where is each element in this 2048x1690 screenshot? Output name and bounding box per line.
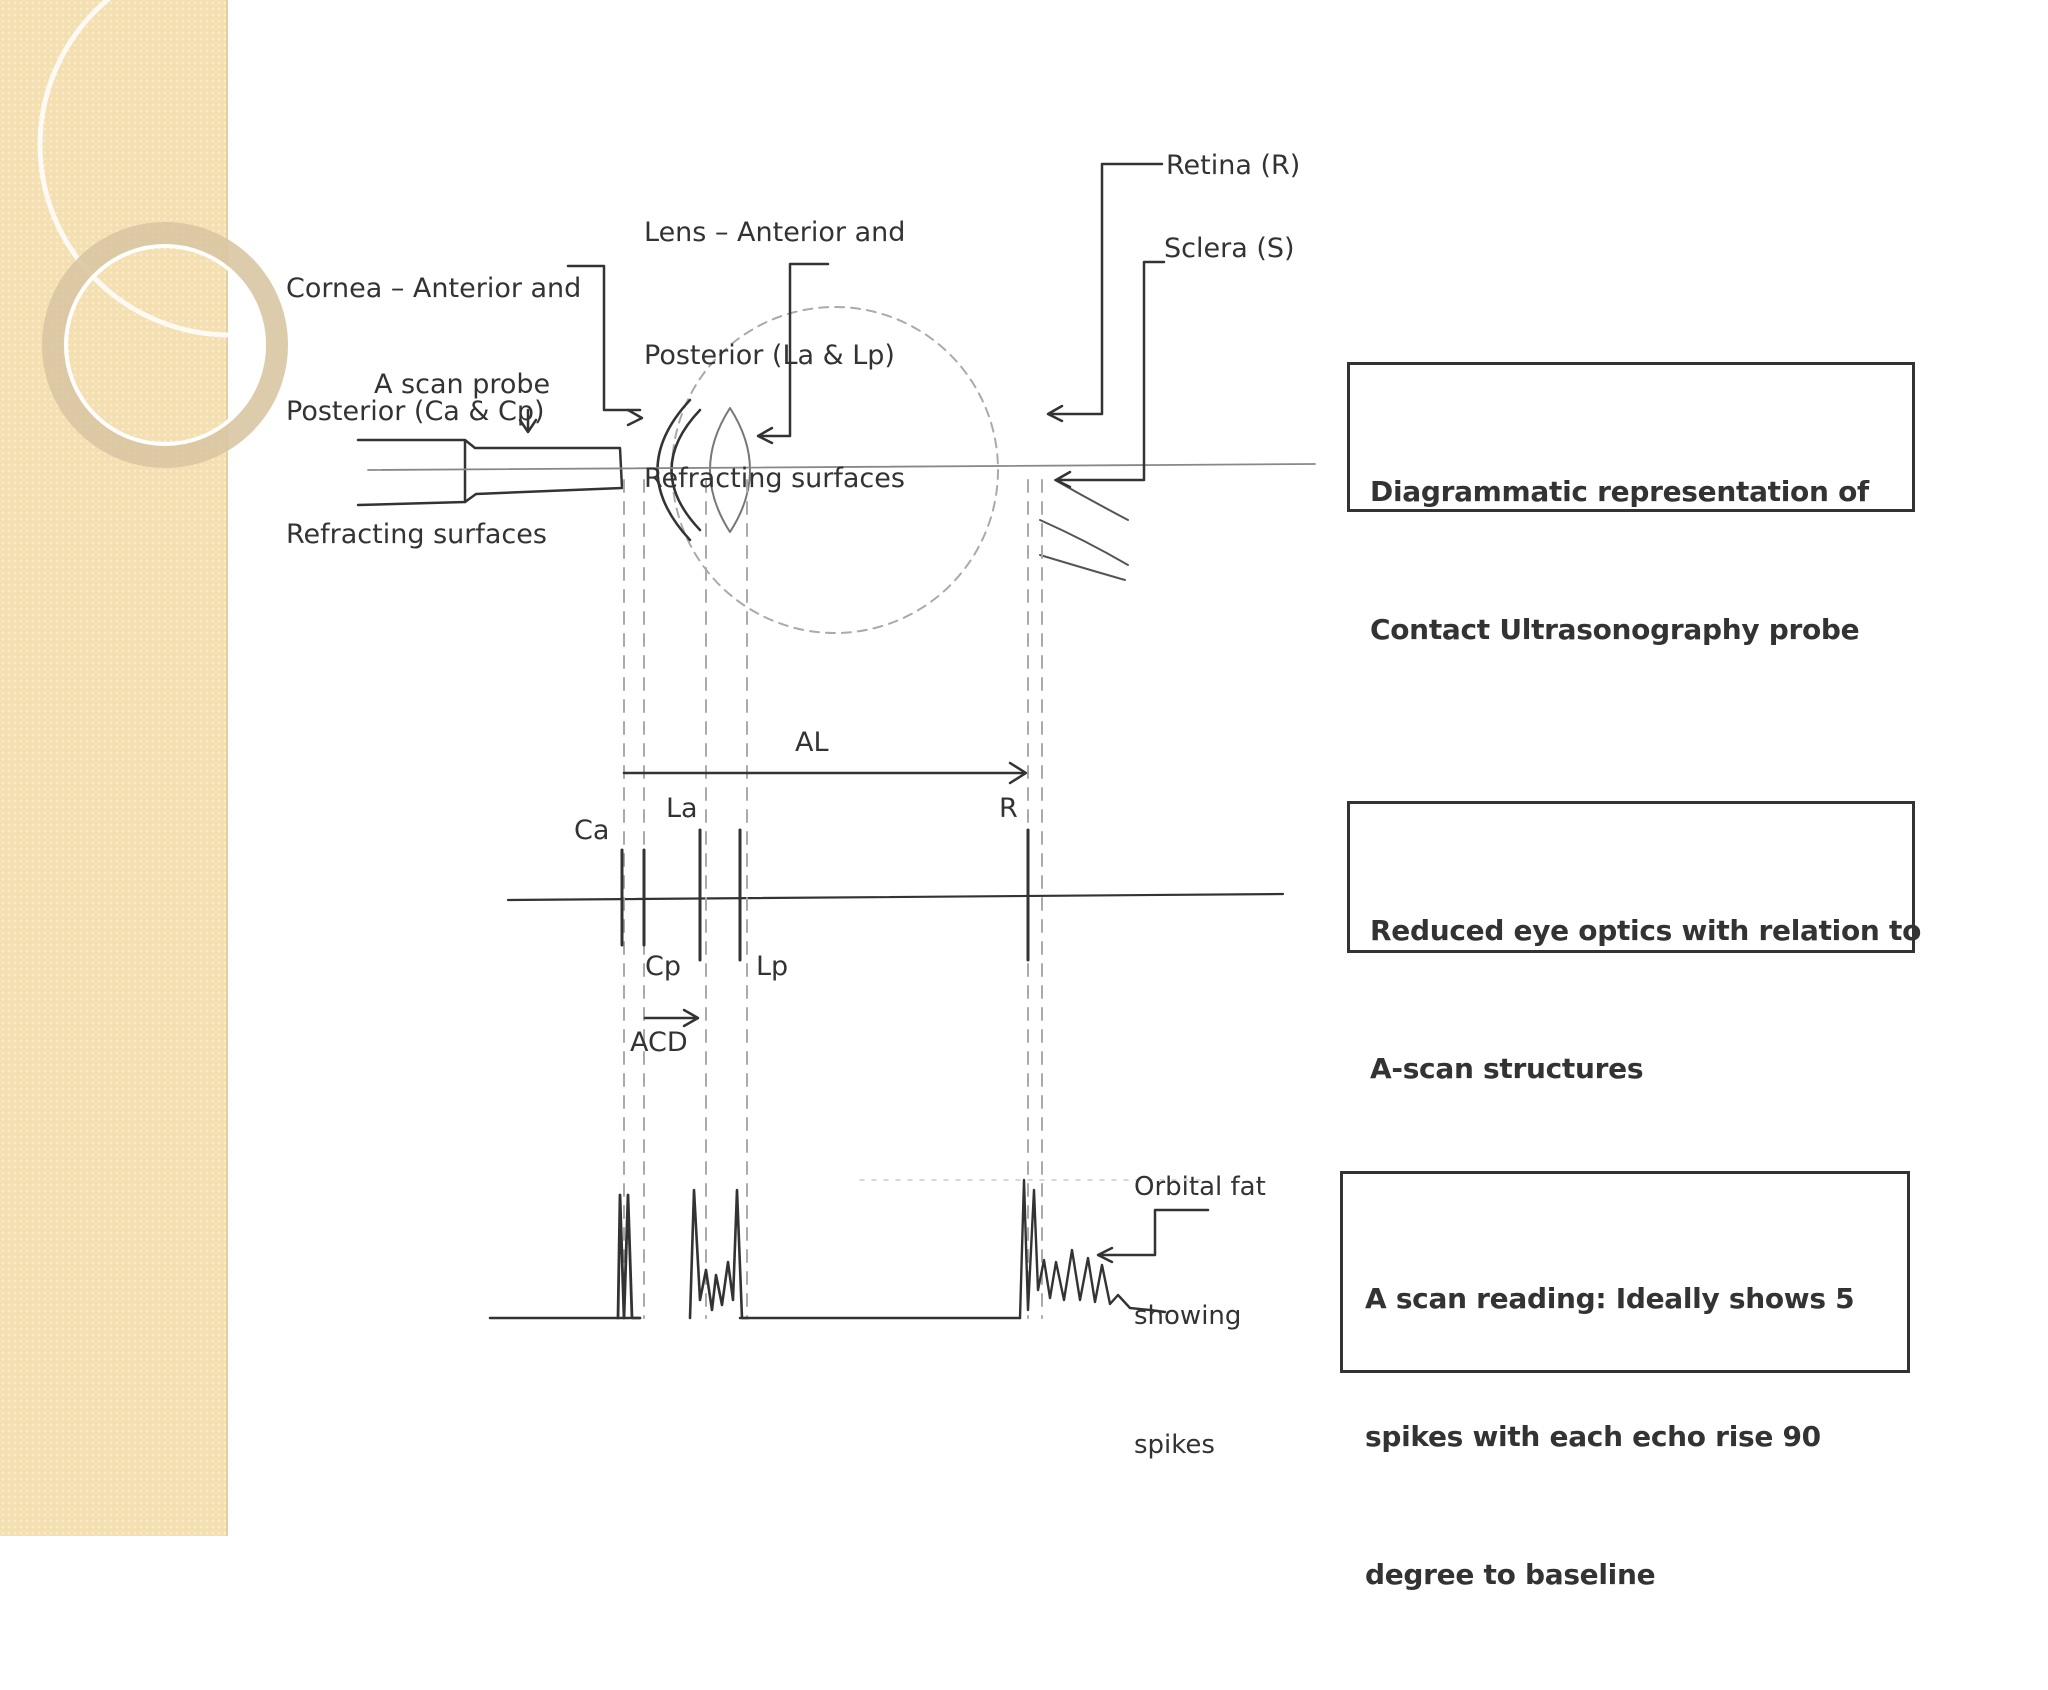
decor-ring-small bbox=[42, 222, 288, 468]
cornea-leader bbox=[566, 264, 642, 412]
cornea-outer-arc bbox=[656, 398, 692, 542]
sclera-leader bbox=[1056, 260, 1166, 482]
al-label: AL bbox=[795, 727, 829, 758]
caption-box-probe-line-2: Contact Ultrasonography probe bbox=[1370, 613, 1860, 646]
caption-box-reading-line-1: A scan reading: Ideally shows 5 bbox=[1365, 1282, 1855, 1315]
probe-arrow-head bbox=[518, 418, 538, 434]
spike-cornea bbox=[616, 1193, 642, 1320]
ascan-diagram bbox=[356, 162, 1316, 1320]
r-label: R bbox=[999, 793, 1018, 824]
caption-box-optics-line-2: A-scan structures bbox=[1370, 1052, 1644, 1085]
acd-arrow-head bbox=[682, 1008, 700, 1028]
optics-baseline bbox=[506, 892, 1285, 902]
sclera-label: Sclera (S) bbox=[1164, 233, 1295, 264]
caption-box-probe-line-1: Diagrammatic representation of bbox=[1370, 475, 1869, 508]
retina-leader bbox=[1048, 162, 1164, 416]
orbital-fat-leader-head bbox=[1096, 1246, 1114, 1264]
caption-box-reading-text: A scan reading: Ideally shows 5 spikes w… bbox=[1365, 1184, 1855, 1690]
cornea-label-line-3: Refracting surfaces bbox=[286, 519, 547, 550]
caption-box-reading: A scan reading: Ideally shows 5 spikes w… bbox=[1340, 1171, 1910, 1591]
sidebar-edge bbox=[226, 0, 228, 1536]
retina-leader-head bbox=[1046, 404, 1064, 423]
caption-box-reading-line-2: spikes with each echo rise 90 bbox=[1365, 1420, 1821, 1453]
caption-box-optics-text: Reduced eye optics with relation to A-sc… bbox=[1370, 816, 1921, 1184]
optic-nerve-line-3 bbox=[1039, 554, 1126, 581]
ca-label: Ca bbox=[574, 815, 610, 846]
orbital-fat-line-2: showing bbox=[1134, 1301, 1242, 1331]
cornea-inner-arc bbox=[670, 408, 702, 532]
cornea-label-line-1: Cornea – Anterior and bbox=[286, 273, 582, 304]
cornea-leader-head bbox=[626, 408, 644, 427]
caption-box-probe: Diagrammatic representation of Contact U… bbox=[1347, 362, 1915, 646]
sclera-leader-head bbox=[1054, 470, 1072, 489]
lens-leader-head bbox=[756, 426, 774, 445]
visual-axis bbox=[367, 463, 1316, 471]
cp-label: Cp bbox=[645, 951, 681, 982]
acd-label: ACD bbox=[630, 1027, 688, 1058]
spike-lens bbox=[688, 1188, 750, 1320]
al-arrow-head bbox=[1008, 761, 1028, 785]
orbital-fat-leader bbox=[1098, 1208, 1210, 1257]
lens-leader bbox=[758, 262, 830, 438]
orbital-fat-label: Orbital fat showing spikes bbox=[1134, 1080, 1266, 1510]
lens-label-line-2: Posterior (La & Lp) bbox=[644, 340, 895, 371]
optic-nerve-line-2 bbox=[1039, 519, 1129, 566]
decor-ring-small-inner bbox=[64, 244, 266, 446]
caption-box-optics: Reduced eye optics with relation to A-sc… bbox=[1347, 801, 1921, 1085]
cornea-label: Cornea – Anterior and Posterior (Ca & Cp… bbox=[286, 186, 581, 596]
caption-box-reading-line-3: degree to baseline bbox=[1365, 1558, 1656, 1591]
lens-label-line-1: Lens – Anterior and bbox=[644, 217, 906, 248]
decor-ring-large bbox=[37, 0, 300, 338]
orbital-fat-line-3: spikes bbox=[1134, 1430, 1215, 1460]
decorative-circles bbox=[37, 0, 300, 468]
caption-box-optics-line-1: Reduced eye optics with relation to bbox=[1370, 914, 1922, 947]
caption-box-probe-text: Diagrammatic representation of Contact U… bbox=[1370, 377, 1869, 745]
cornea-label-line-2: Posterior (Ca & Cp) bbox=[286, 396, 545, 427]
lp-label: Lp bbox=[756, 951, 789, 982]
lens-label-line-3: Refracting surfaces bbox=[644, 463, 905, 494]
retina-label: Retina (R) bbox=[1166, 150, 1301, 181]
la-label: La bbox=[666, 793, 698, 824]
lens-label: Lens – Anterior and Posterior (La & Lp) … bbox=[644, 130, 905, 540]
spike-retina-orbital bbox=[1018, 1178, 1167, 1320]
lens-shape bbox=[709, 407, 751, 533]
probe-label: A scan probe bbox=[374, 369, 551, 400]
orbital-fat-line-1: Orbital fat bbox=[1134, 1172, 1266, 1202]
